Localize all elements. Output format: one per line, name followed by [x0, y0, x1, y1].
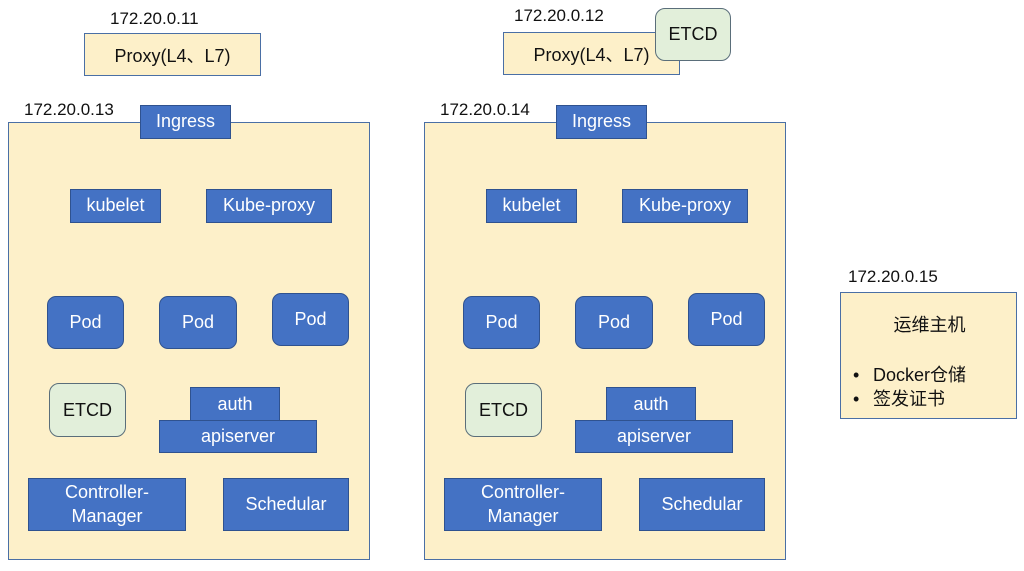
master-node-2-auth: auth — [606, 387, 696, 422]
proxy-node-2-ip: 172.20.0.12 — [514, 6, 604, 25]
ops-host-box: 运维主机 Docker仓储 签发证书 — [840, 292, 1017, 419]
master-node-1-ip: 172.20.0.13 — [24, 100, 114, 119]
ops-host-list: Docker仓储 签发证书 — [853, 363, 1006, 411]
master-node-2-kube-proxy: Kube-proxy — [622, 189, 748, 223]
master-node-1-pod-1: Pod — [47, 296, 124, 349]
master-node-1-controller-manager: Controller- Manager — [28, 478, 186, 531]
master-node-1-etcd: ETCD — [49, 383, 126, 437]
ops-host-item-cert-issuing: 签发证书 — [853, 387, 1006, 411]
master-node-1-scheduler: Schedular — [223, 478, 349, 531]
master-node-2-pod-3: Pod — [688, 293, 765, 346]
master-node-2-scheduler: Schedular — [639, 478, 765, 531]
ops-host-item-docker-registry: Docker仓储 — [853, 363, 1006, 387]
master-node-2-controller-manager: Controller- Manager — [444, 478, 602, 531]
proxy-node-1-ip: 172.20.0.11 — [110, 9, 199, 28]
master-node-1-apiserver: apiserver — [159, 420, 317, 453]
proxy-node-2-etcd: ETCD — [655, 8, 731, 61]
master-node-1-kube-proxy: Kube-proxy — [206, 189, 332, 223]
master-node-2-ingress: Ingress — [556, 105, 647, 139]
ops-host-title: 运维主机 — [893, 315, 966, 335]
master-node-2-etcd: ETCD — [465, 383, 542, 437]
master-node-2-pod-1: Pod — [463, 296, 540, 349]
master-node-1-auth: auth — [190, 387, 280, 422]
master-node-2-ip: 172.20.0.14 — [440, 100, 530, 119]
master-node-2-kubelet: kubelet — [486, 189, 577, 223]
master-node-1-pod-3: Pod — [272, 293, 349, 346]
master-node-1-kubelet: kubelet — [70, 189, 161, 223]
master-node-2-pod-2: Pod — [575, 296, 653, 349]
proxy-node-1-box: Proxy(L4、L7) — [84, 33, 261, 76]
proxy-node-2-box: Proxy(L4、L7) — [503, 32, 680, 75]
ops-host-ip: 172.20.0.15 — [848, 267, 938, 286]
master-node-1-ingress: Ingress — [140, 105, 231, 139]
master-node-1-pod-2: Pod — [159, 296, 237, 349]
master-node-2-apiserver: apiserver — [575, 420, 733, 453]
